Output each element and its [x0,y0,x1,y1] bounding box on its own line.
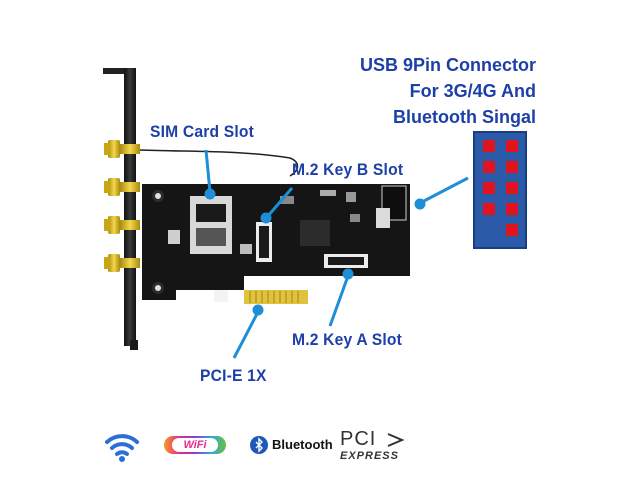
m2-key-a-label: M.2 Key A Slot [292,330,403,349]
mounting-bracket [103,68,138,350]
usb-connector-callout: USB 9Pin Connector For 3G/4G And Bluetoo… [360,52,536,130]
wifi-badge-text: WiFi [172,438,218,452]
antenna-connector [104,140,140,158]
antenna-connector [104,178,140,196]
circuit-board [142,184,410,304]
wifi-signal-icon [105,434,139,462]
pcie-label: PCI-E 1X [200,366,267,385]
pci-express-logo-icon: PCI EXPRESS [340,428,420,466]
pigtail-cable [139,149,299,177]
feature-logos: WiFi Bluetooth PCI EXPRESS [100,426,520,470]
antenna-connectors [104,140,140,272]
m2-key-b-label: M.2 Key B Slot [292,160,404,179]
usb-callout-line-1: USB 9Pin Connector [359,55,536,75]
sim-card-slot-label: SIM Card Slot [150,122,255,141]
callout-lines [204,149,469,359]
usb-callout-line-3: Bluetooth Singal [393,107,536,127]
bluetooth-icon [250,436,268,454]
usb-9pin-connector-diagram [473,131,527,249]
wifi-logo-icon: WiFi [164,436,226,454]
bluetooth-text: Bluetooth [272,437,333,452]
usb-callout-line-2: For 3G/4G And [409,81,536,101]
pci-text-bottom: EXPRESS [340,450,399,462]
pci-text-top: PCI [340,428,377,450]
antenna-connector [104,254,140,272]
antenna-connector [104,216,140,234]
